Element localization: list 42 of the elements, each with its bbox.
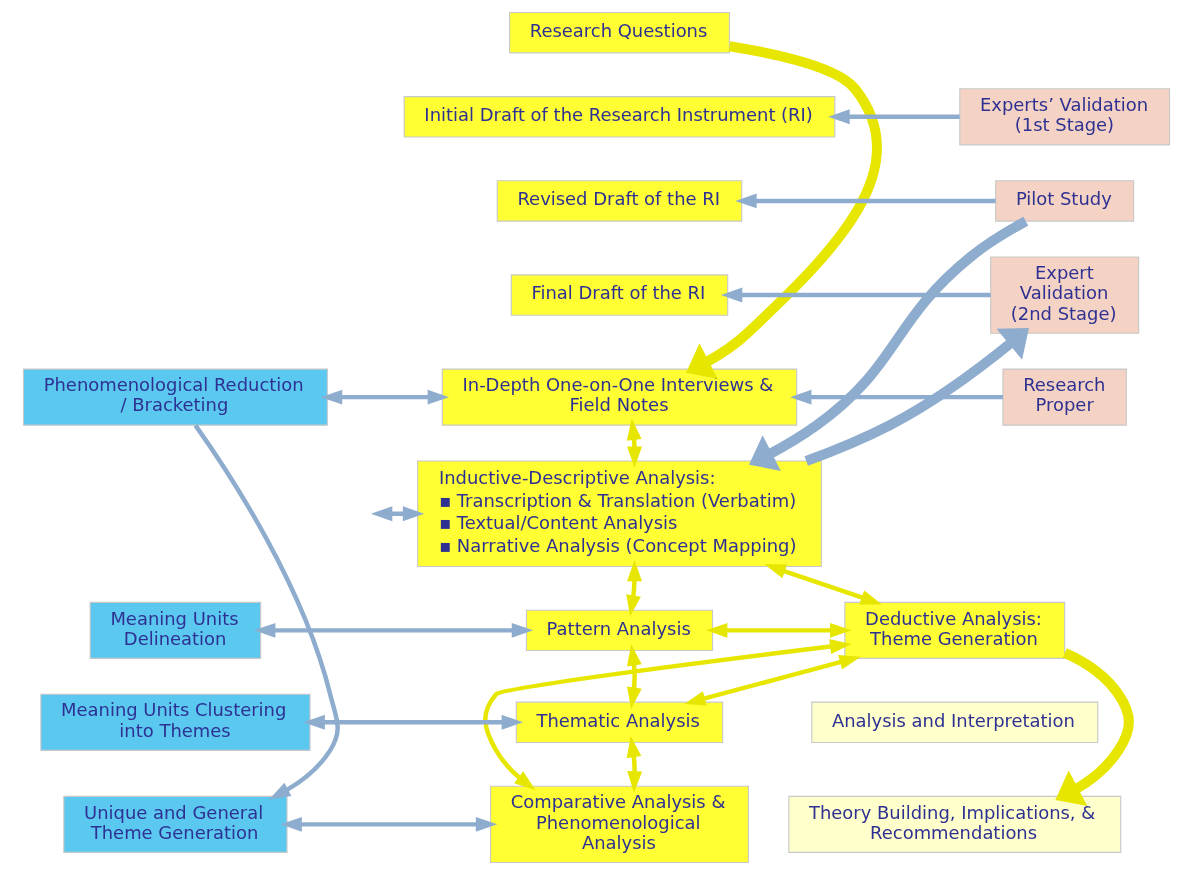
node-box: Meaning Units Delineation [89, 601, 262, 659]
arrow [193, 424, 340, 800]
arrow [706, 622, 852, 638]
node-box: Expert Validation (2nd Stage) [990, 256, 1140, 334]
arrow [686, 41, 882, 379]
node-box: Meaning Units Clustering into Themes [40, 693, 311, 751]
arrow [790, 389, 1003, 405]
node-box: Unique and General Theme Generation [63, 795, 288, 853]
arrow [370, 506, 425, 522]
node-box: Comparative Analysis & Phenomenological Analysis [489, 785, 749, 864]
arrow [626, 735, 643, 793]
node-box: Final Draft of the RI [510, 274, 729, 316]
node-box: Research Proper [1002, 368, 1127, 426]
node-box: In-Depth One-on-One Interviews & Field Notes [441, 368, 798, 426]
arrow [483, 639, 852, 791]
node-box: Thematic Analysis [515, 701, 724, 744]
node-box: Theory Building, Implications, & Recommendations [788, 795, 1122, 853]
node-box: Pattern Analysis [525, 609, 714, 652]
node-box: Experts’ Validation (1st Stage) [959, 88, 1171, 146]
arrow [626, 418, 642, 468]
node-box: Revised Draft of the RI [496, 180, 743, 222]
node-box: Inductive-Descriptive Analysis: ▪ Transcription & Translation (Verbatim) ▪ Textual/Content Analysis ▪ Narrative Analysis (Concept Mapping) [417, 460, 822, 567]
arrow [684, 654, 861, 706]
arrow [735, 193, 996, 209]
arrow [626, 644, 642, 709]
arrow [280, 816, 498, 832]
arrow [254, 622, 534, 638]
node-box: Deductive Analysis: Theme Generation [844, 601, 1066, 659]
node-box: Phenomenological Reduction / Bracketing [22, 368, 328, 426]
node-box: Research Questions [509, 11, 730, 54]
arrow [1055, 648, 1134, 807]
arrow [720, 287, 991, 303]
node-box: Analysis and Interpretation [811, 701, 1099, 744]
node-box: Initial Draft of the Research Instrument (RI) [403, 96, 836, 138]
arrow [320, 389, 449, 405]
arrow [804, 328, 1029, 466]
arrow [303, 714, 523, 730]
arrow [828, 109, 960, 125]
arrow [764, 564, 882, 605]
node-box: Pilot Study [995, 180, 1135, 222]
arrow [626, 559, 642, 617]
arrow [749, 216, 1029, 471]
